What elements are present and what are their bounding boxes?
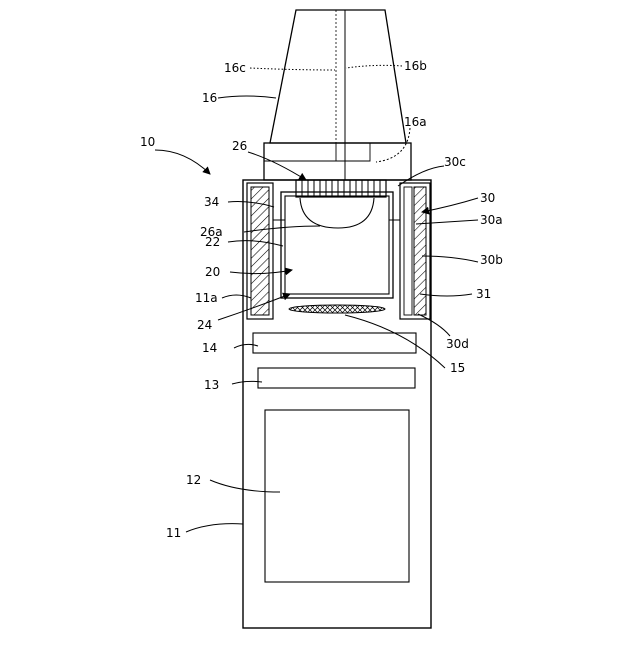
leader-16 <box>218 96 276 98</box>
label-26: 26 <box>232 139 247 153</box>
label-13: 13 <box>204 378 219 392</box>
chamber-inner <box>285 196 389 294</box>
grille-slats <box>302 180 380 197</box>
lens-15 <box>289 305 385 313</box>
heater-right-inner-gap <box>404 187 412 315</box>
label-10: 10 <box>140 135 155 149</box>
slot-14 <box>253 333 416 353</box>
leader-14 <box>234 344 258 348</box>
slot-13 <box>258 368 415 388</box>
label-12: 12 <box>186 473 201 487</box>
label-24: 24 <box>197 318 212 332</box>
label-16: 16 <box>202 91 217 105</box>
label-14: 14 <box>202 341 217 355</box>
chamber-outer <box>281 192 393 298</box>
label-31: 31 <box>476 287 491 301</box>
leader-16c <box>250 68 335 70</box>
heater-left-hatch <box>251 187 269 315</box>
label-34: 34 <box>204 195 219 209</box>
leader-12 <box>210 480 280 492</box>
leader-31 <box>420 294 472 296</box>
label-15: 15 <box>450 361 465 375</box>
label-20: 20 <box>205 265 220 279</box>
label-16a: 16a <box>404 115 427 129</box>
droplet-26a <box>300 198 374 228</box>
label-30c: 30c <box>444 155 466 169</box>
leader-30d <box>418 314 450 336</box>
housing-body <box>243 180 431 628</box>
display-panel <box>265 410 409 582</box>
label-26a: 26a <box>200 225 223 239</box>
label-11a: 11a <box>195 291 218 305</box>
label-16b: 16b <box>404 59 427 73</box>
label-30a: 30a <box>480 213 503 227</box>
label-11: 11 <box>166 526 181 540</box>
label-30: 30 <box>480 191 495 205</box>
container-16 <box>270 10 406 143</box>
leader-15 <box>345 315 445 368</box>
label-16c: 16c <box>224 61 246 75</box>
leader-11 <box>186 524 243 532</box>
heater-right-hatch <box>414 187 426 315</box>
leader-26 <box>248 152 306 180</box>
label-30d: 30d <box>446 337 469 351</box>
grille-26 <box>296 180 386 197</box>
base-step <box>336 143 370 161</box>
leader-10 <box>155 150 210 174</box>
label-30b: 30b <box>480 253 503 267</box>
